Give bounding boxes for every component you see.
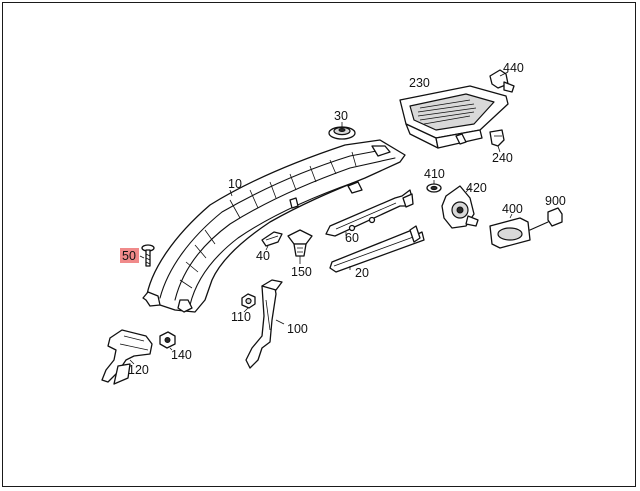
callout-100[interactable]: 100 [287,322,308,336]
part-10-carrier[interactable] [142,139,406,313]
callout-120[interactable]: 120 [128,363,149,377]
part-230-tray[interactable] [399,85,509,149]
callout-30[interactable]: 30 [334,109,348,123]
callout-40[interactable]: 40 [256,249,270,263]
callout-420[interactable]: 420 [466,181,487,195]
leader-lines [129,71,513,365]
part-30-grommet[interactable] [328,126,356,140]
callout-labels: 10 20 30 40 50 60 100 110 120 140 150 23… [122,61,566,377]
callout-410[interactable]: 410 [424,167,445,181]
callout-440[interactable]: 440 [503,61,524,75]
callout-50[interactable]: 50 [122,249,136,263]
part-240-clip[interactable] [489,129,505,147]
part-140-nut[interactable] [159,331,176,349]
callout-20[interactable]: 20 [355,266,369,280]
part-100-bracket[interactable] [245,279,283,369]
part-120-bracket[interactable] [101,329,153,385]
callout-240[interactable]: 240 [492,151,513,165]
part-420-bracket[interactable] [441,185,479,229]
callout-110[interactable]: 110 [231,310,251,324]
callout-230[interactable]: 230 [409,76,430,90]
highlight-box-50 [120,248,139,263]
part-150-clip[interactable] [287,229,313,257]
callout-150[interactable]: 150 [291,265,312,279]
part-20-strip[interactable] [329,225,425,273]
callout-140[interactable]: 140 [171,348,192,362]
callout-900[interactable]: 900 [545,194,566,208]
callout-10[interactable]: 10 [228,177,242,191]
part-40-clip[interactable] [261,231,283,247]
part-50-screw[interactable] [141,244,155,267]
part-110-nut[interactable] [241,293,256,309]
part-410-grommet[interactable] [426,183,442,193]
callout-60[interactable]: 60 [345,231,359,245]
part-400-module[interactable] [489,217,531,249]
diagram-frame [2,2,636,487]
part-60-bracket[interactable] [325,189,414,237]
part-900-plug[interactable] [529,207,563,231]
callout-400[interactable]: 400 [502,202,523,216]
